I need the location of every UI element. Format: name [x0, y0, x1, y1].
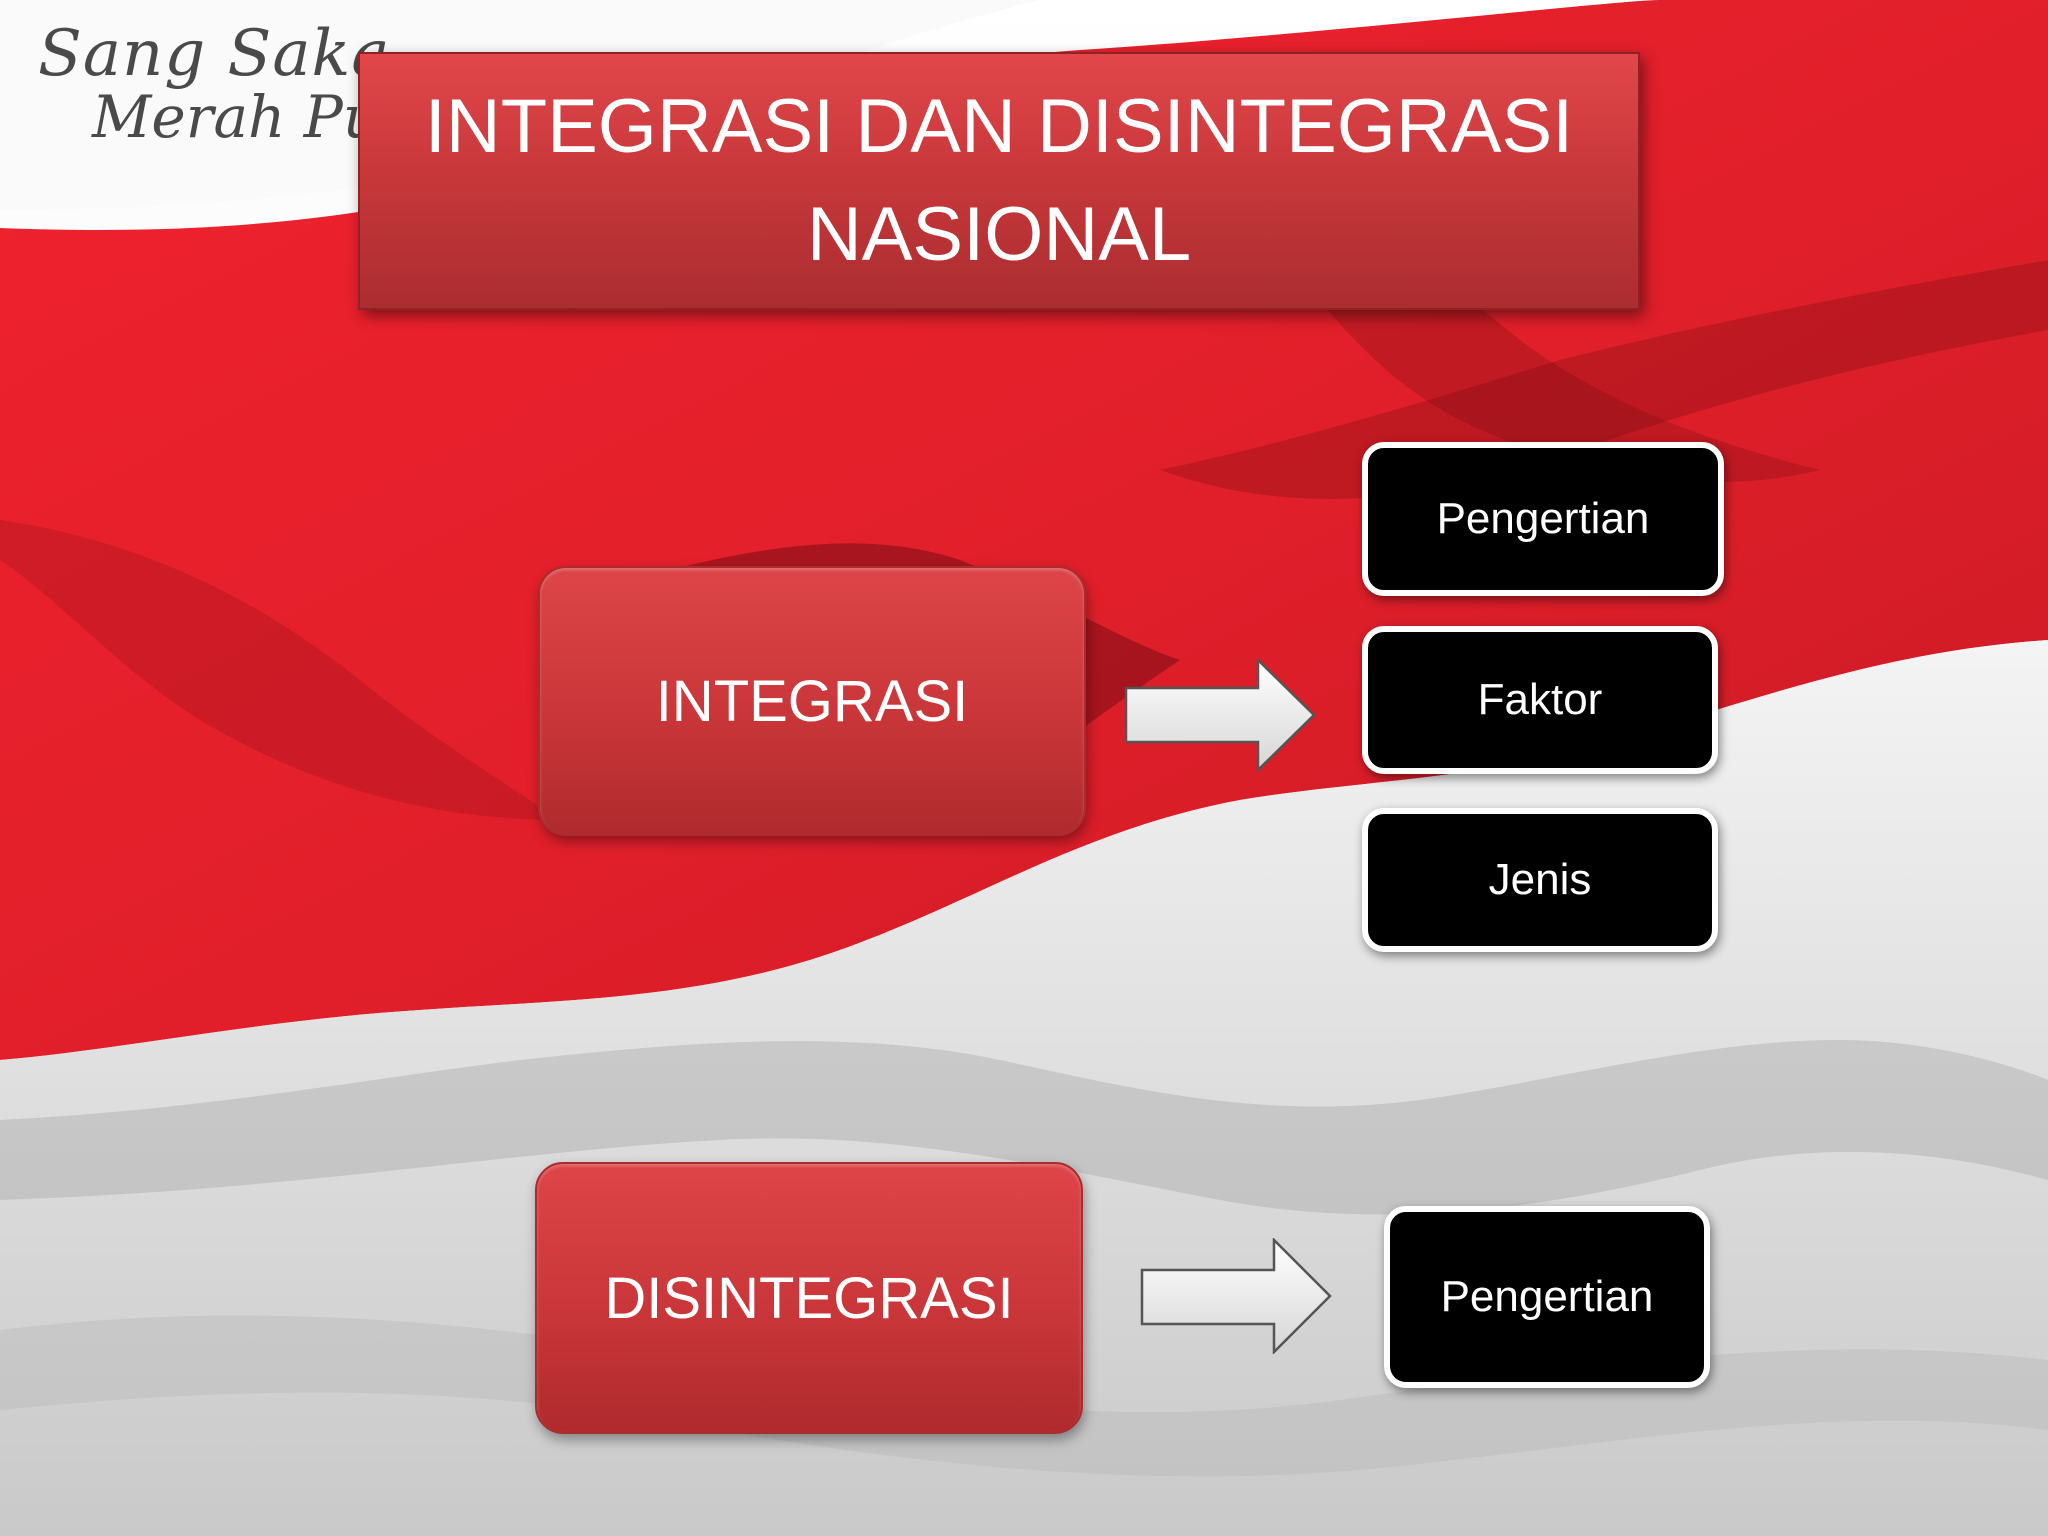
title-box: INTEGRASI DAN DISINTEGRASI NASIONAL [358, 52, 1640, 310]
arrow-right-icon [1124, 658, 1316, 772]
integrasi-item-jenis: Jenis [1362, 808, 1718, 952]
logo-line-1: Sang Saka [38, 17, 391, 91]
disintegrasi-box: DISINTEGRASI [535, 1162, 1083, 1434]
item-label: Jenis [1488, 855, 1592, 904]
integrasi-box: INTEGRASI [538, 566, 1086, 836]
integrasi-item-pengertian: Pengertian [1362, 442, 1724, 596]
item-label: Pengertian [1436, 494, 1650, 543]
title-line-2: NASIONAL [806, 192, 1192, 277]
integrasi-item-faktor: Faktor [1362, 626, 1718, 774]
arrow-right-icon [1140, 1238, 1332, 1354]
disintegrasi-item-pengertian: Pengertian [1384, 1206, 1710, 1388]
integrasi-label: INTEGRASI [655, 668, 969, 734]
title-line-1: INTEGRASI DAN DISINTEGRASI [424, 84, 1574, 169]
disintegrasi-label: DISINTEGRASI [604, 1265, 1014, 1331]
item-label: Pengertian [1440, 1272, 1654, 1321]
item-label: Faktor [1477, 675, 1603, 724]
